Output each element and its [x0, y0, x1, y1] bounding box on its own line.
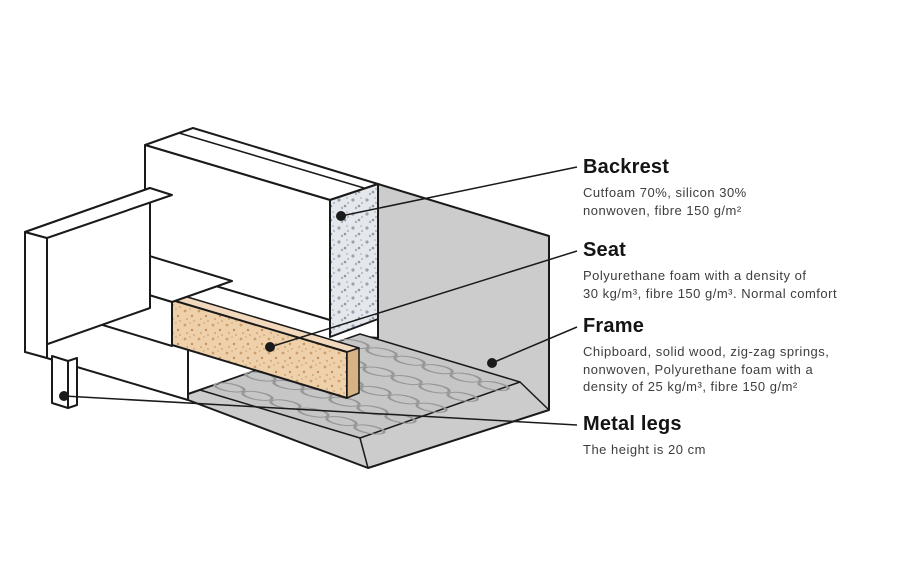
callout-dot-frame — [487, 358, 497, 368]
callout-description-seat: Polyurethane foam with a density of 30 k… — [583, 268, 838, 301]
armrest-top-face — [24, 187, 173, 239]
callout-seat: Seat Polyurethane foam with a density of… — [583, 239, 883, 302]
callout-line-metal-legs — [63, 395, 578, 426]
callout-line-frame — [491, 326, 578, 364]
callout-dot-metal-legs — [59, 391, 69, 401]
armrest-front-face — [24, 231, 48, 359]
callout-line-backrest — [340, 166, 578, 217]
callout-description-metal-legs: The height is 20 cm — [583, 442, 706, 457]
callout-description-backrest: Cutfoam 70%, silicon 30% nonwoven, fibre… — [583, 185, 747, 218]
callout-metal-legs: Metal legs The height is 20 cm — [583, 413, 883, 459]
armrest — [24, 187, 173, 359]
callout-line-seat — [269, 250, 578, 348]
metal-leg-side — [67, 357, 78, 409]
callout-pointers — [59, 166, 578, 426]
callout-frame: Frame Chipboard, solid wood, zig-zag spr… — [583, 315, 883, 396]
callout-description-frame: Chipboard, solid wood, zig-zag springs, … — [583, 344, 830, 394]
callout-dot-seat — [265, 342, 275, 352]
callout-dot-backrest — [336, 211, 346, 221]
seat-foam-end — [346, 347, 360, 399]
callout-title-seat: Seat — [583, 239, 627, 261]
callout-title-backrest: Backrest — [583, 156, 670, 178]
callout-backrest: Backrest Cutfoam 70%, silicon 30% nonwov… — [583, 156, 883, 219]
callout-title-frame: Frame — [583, 315, 645, 337]
callout-title-metal-legs: Metal legs — [583, 413, 682, 435]
backrest-foam-cross-section — [329, 183, 379, 338]
